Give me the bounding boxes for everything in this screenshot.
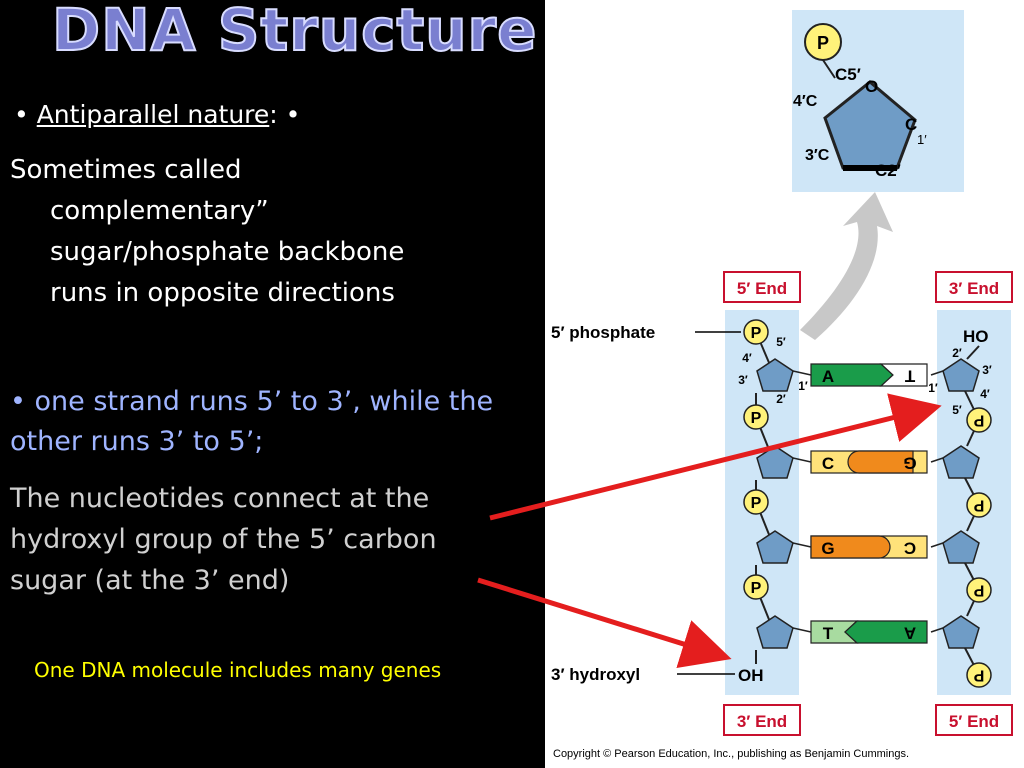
sugar-c3: 3′C: [805, 147, 830, 164]
right-carbon-4: 4′: [980, 387, 990, 401]
left-carbon-2: 2′: [776, 392, 786, 406]
left-sugar-bond: [792, 627, 812, 633]
right-sugar: [942, 615, 980, 649]
label-3-hydroxyl: 3′ hydroxyl: [551, 665, 640, 684]
label-5-phosphate: 5′ phosphate: [551, 323, 655, 342]
end-label-left-top: 5′ End: [737, 279, 787, 298]
right-phosphate-circle: [966, 407, 992, 433]
sugar-o: O: [865, 77, 878, 96]
right-carbon-3: 3′: [982, 363, 992, 377]
base-right-letter: C: [904, 539, 916, 558]
left-carbon-1: 1′: [798, 379, 808, 393]
base-right: [844, 620, 928, 644]
left-phosphate-circle: [743, 574, 769, 600]
base-left-letter: C: [822, 454, 834, 473]
end-label-left-bottom: 3′ End: [737, 712, 787, 731]
sugar-c1: C: [905, 115, 917, 134]
right-carbon-1: 1′: [928, 381, 938, 395]
bullet-antiparallel: • Antiparallel nature: •: [14, 100, 301, 129]
right-sugar: [942, 530, 980, 564]
sugar-c1-prime: 1′: [917, 132, 927, 147]
antiparallel-label: Antiparallel nature: [36, 100, 270, 129]
right-phosphate-circle: [966, 662, 992, 688]
left-phosphate-letter: P: [751, 495, 762, 512]
dna-diagram: P C5′ O 4′C C 1′ 3′C C2′ 5′ End 3′ End 3…: [551, 10, 1013, 760]
base-left-letter: T: [823, 624, 834, 643]
base-right-letter: A: [904, 624, 916, 643]
base-left-letter: G: [821, 539, 834, 558]
zoom-arrow: [800, 192, 893, 340]
left-carbon-3: 3′: [738, 373, 748, 387]
left-phosphate-circle: [743, 319, 769, 345]
base-left-letter: A: [822, 367, 834, 386]
end-label-right-bottom: 5′ End: [949, 712, 999, 731]
left-sugar-bond: [792, 542, 812, 548]
sugar-c2: C2′: [875, 161, 901, 180]
left-phosphate-letter: P: [751, 410, 762, 427]
bullet-complementary: Sometimes called complementary” sugar/ph…: [10, 150, 530, 314]
complementary-line-3: sugar/phosphate backbone: [50, 237, 405, 267]
end-label-right-top: 3′ End: [949, 279, 999, 298]
phosphate-circle-detail: [804, 23, 842, 61]
complementary-line-1: Sometimes called: [10, 155, 242, 185]
right-phosphate-letter: P: [973, 581, 984, 598]
sugar-c5: C5′: [835, 65, 861, 84]
left-carbon-5: 5′: [776, 335, 786, 349]
right-phosphate-letter: P: [973, 411, 984, 428]
left-sugar-bond: [792, 370, 812, 376]
bullet-genes: One DNA molecule includes many genes: [34, 658, 442, 682]
right-sugar-bond: [930, 627, 944, 633]
right-phosphate-circle: [966, 577, 992, 603]
antiparallel-suffix: : •: [269, 100, 301, 129]
label-oh: OH: [738, 666, 764, 685]
right-sugar-bond: [930, 457, 944, 463]
ho-bond: [966, 345, 980, 360]
sugar-p: P: [817, 33, 829, 53]
left-phosphate-letter: P: [751, 580, 762, 597]
right-carbon-2: 2′: [952, 346, 962, 360]
sugar-c4: 4′C: [793, 93, 818, 110]
base-right-letter: T: [904, 367, 915, 386]
dna-diagram-panel: P C5′ O 4′C C 1′ 3′C C2′ 5′ End 3′ End 3…: [545, 0, 1024, 768]
right-phosphate-letter: P: [973, 496, 984, 513]
right-sugar: [942, 445, 980, 479]
left-sugar: [756, 530, 794, 564]
left-phosphate-letter: P: [751, 325, 762, 342]
right-phosphate-circle: [966, 492, 992, 518]
label-ho: HO: [963, 327, 989, 346]
page-title: DNA Structure: [51, 0, 538, 65]
bullet-nucleotides-connect: The nucleotides connect at the hydroxyl …: [10, 483, 437, 596]
left-sugar: [756, 358, 794, 392]
complementary-line-2: complementary”: [50, 196, 269, 226]
left-carbon-4: 4′: [742, 351, 752, 365]
base-right-letter: G: [903, 454, 916, 473]
complementary-line-4: runs in opposite directions: [50, 278, 395, 308]
right-carbon-5: 5′: [952, 403, 962, 417]
bullet-strand-direction: • one strand runs 5’ to 3’, while the ot…: [10, 386, 494, 457]
base-right: [847, 450, 914, 474]
right-sugar-bond: [930, 542, 944, 548]
right-phosphate-letter: P: [973, 666, 984, 683]
copyright-text: Copyright © Pearson Education, Inc., pub…: [553, 748, 909, 760]
right-sugar: [942, 358, 980, 392]
left-sugar: [756, 615, 794, 649]
base-right: [879, 363, 928, 387]
base-left: [810, 535, 891, 559]
right-sugar-bond: [930, 370, 944, 376]
